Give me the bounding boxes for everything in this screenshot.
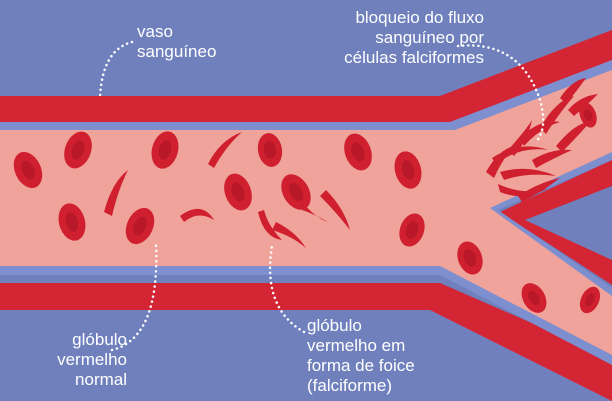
- label-line: sanguíneo por: [344, 28, 484, 48]
- label-line: sanguíneo: [137, 42, 216, 62]
- label-line: bloqueio do fluxo: [344, 8, 484, 28]
- label-globulo-normal: glóbulo vermelho normal: [57, 330, 127, 390]
- label-line: (falciforme): [307, 376, 415, 396]
- label-line: glóbulo: [307, 316, 415, 336]
- leader-line-vaso: [100, 42, 132, 98]
- label-line: células falciformes: [344, 48, 484, 68]
- label-globulo-falciforme: glóbulo vermelho em forma de foice (falc…: [307, 316, 415, 396]
- label-line: vaso: [137, 22, 216, 42]
- label-line: vermelho: [57, 350, 127, 370]
- label-line: glóbulo: [57, 330, 127, 350]
- label-line: vermelho em: [307, 336, 415, 356]
- label-vaso-sanguineo: vaso sanguíneo: [137, 22, 216, 62]
- label-bloqueio: bloqueio do fluxo sanguíneo por células …: [344, 8, 484, 68]
- label-line: normal: [57, 370, 127, 390]
- label-line: forma de foice: [307, 356, 415, 376]
